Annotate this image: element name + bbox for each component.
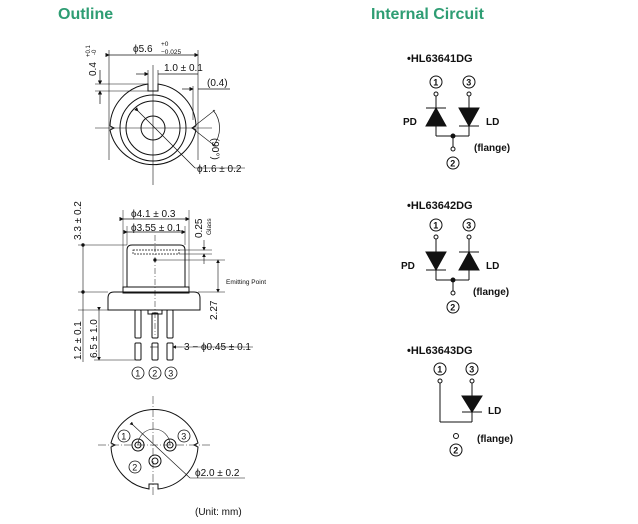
bottom-view (98, 396, 245, 495)
bottom-outline (110, 409, 199, 490)
side-view-labels: ϕ4.1 ± 0.3 ϕ3.55 ± 0.1 0.25 Glass Emitti… (73, 201, 266, 360)
circuit-3-flange-label: (flange) (477, 434, 513, 445)
internal-circuit-heading: Internal Circuit (371, 6, 484, 23)
ld-diode-symbol (458, 107, 480, 128)
circuit-2-pin-2: 2 (450, 303, 455, 313)
window-diameter-label: ϕ1.6 ± 0.2 (197, 164, 242, 175)
bottom-view-labels: 1 2 3 ϕ2.0 ± 0.2 (Unit: mm) (117, 429, 242, 518)
circuit-hl63641dg: •HL63641DG 1 3 2 PD LD (flange) (403, 53, 510, 170)
bottom-pin-number-3: 3 (181, 432, 186, 442)
glass-window (132, 249, 180, 255)
pin-3-upper (166, 309, 174, 339)
ld-diode-symbol (458, 250, 480, 271)
overall-height-label: 3.3 ± 0.2 (73, 201, 84, 240)
notch-depth-tol-upper: +0.1 (86, 44, 92, 57)
bottom-pin-1 (131, 438, 145, 452)
circuit-3-pin-3: 3 (469, 365, 474, 375)
pin-3-lower (166, 342, 174, 361)
circuit-hl63643dg: •HL63643DG 1 3 2 LD (flange) (407, 345, 513, 457)
circuit-3-pin-1: 1 (437, 365, 442, 375)
bottom-pin-number-1: 1 (121, 432, 126, 442)
cap-outline (126, 244, 186, 287)
top-view (95, 50, 245, 185)
pin-length-label: 6.5 ± 1.0 (89, 319, 100, 358)
circuit-3-pin-2: 2 (453, 446, 458, 456)
bottom-pin-number-2: 2 (132, 463, 137, 473)
pin-2-lower (151, 342, 159, 361)
top-outer-outline (109, 83, 197, 166)
outline-heading: Outline (58, 6, 114, 23)
top-diameter-tol-upper: +0 (161, 41, 169, 48)
notch-depth-tol-lower: -0 (92, 49, 98, 55)
circuit-1-flange-label: (flange) (474, 143, 510, 154)
pd-diode-symbol (425, 106, 447, 127)
top-view-labels: ϕ5.6 +0 −0.025 1.0 ± 0.1 (0.4) (90°) ϕ1.… (86, 41, 242, 175)
side-view (78, 210, 253, 362)
circuit-1-pin-1: 1 (433, 78, 438, 88)
circuit-1-model: •HL63641DG (407, 53, 473, 65)
circuit-3-model: •HL63643DG (407, 345, 473, 357)
circuit-2-ld-label: LD (486, 261, 499, 272)
circuit-2-model: •HL63642DG (407, 200, 473, 212)
side-pin-numbers: 1 2 3 (131, 366, 178, 380)
angle-label: (90°) (209, 138, 220, 160)
top-diameter-tol-lower: −0.025 (161, 49, 181, 56)
circuit-2-pin-3: 3 (466, 221, 471, 231)
pin-2-upper (151, 312, 159, 339)
circuit-2-pin-1: 1 (433, 221, 438, 231)
ld-diode-symbol (461, 395, 483, 413)
notch-width-label: 1.0 ± 0.1 (164, 63, 203, 74)
cap-inner-diameter-label: ϕ3.55 ± 0.1 (131, 223, 181, 234)
circuit-2-flange-label: (flange) (473, 287, 509, 298)
flange-thickness-label: 1.2 ± 0.1 (73, 321, 84, 360)
pin-1-lower (134, 342, 142, 361)
circuit-1-pin-2: 2 (450, 159, 455, 169)
circuit-2-pd-label: PD (401, 261, 415, 272)
bottom-pin-3 (163, 438, 177, 452)
emitting-height-label: 2.27 (209, 300, 220, 320)
unit-label: (Unit: mm) (195, 507, 242, 518)
emitting-point-label: Emitting Point (226, 279, 266, 286)
circuit-1-ld-label: LD (486, 117, 499, 128)
pin-1-upper (134, 309, 142, 339)
glass-label: Glass (206, 218, 213, 235)
side-label: (0.4) (207, 78, 228, 89)
glass-thickness-label: 0.25 (194, 218, 205, 238)
circuit-hl63642dg: •HL63642DG 1 3 2 PD LD (flange) (401, 200, 509, 314)
notch-depth-label: 0.4 (88, 62, 99, 76)
pin-2-stem (147, 309, 163, 315)
side-pin-number-2: 2 (152, 369, 157, 379)
pin-diameter-label: 3 − ϕ0.45 ± 0.1 (184, 342, 251, 353)
bottom-pin-2 (148, 454, 162, 468)
circuit-1-pin-3: 3 (466, 78, 471, 88)
circuit-1-pd-label: PD (403, 117, 417, 128)
flange (107, 291, 201, 311)
pcd-label: ϕ2.0 ± 0.2 (195, 468, 240, 479)
pd-diode-symbol (425, 251, 447, 272)
circuit-3-ld-label: LD (488, 406, 501, 417)
side-pin-number-3: 3 (168, 369, 173, 379)
top-diameter-label: ϕ5.6 (133, 44, 153, 55)
side-pin-number-1: 1 (135, 369, 140, 379)
cap-base (122, 286, 190, 294)
emitting-point-dot (153, 258, 157, 262)
cap-outer-diameter-label: ϕ4.1 ± 0.3 (131, 209, 176, 220)
